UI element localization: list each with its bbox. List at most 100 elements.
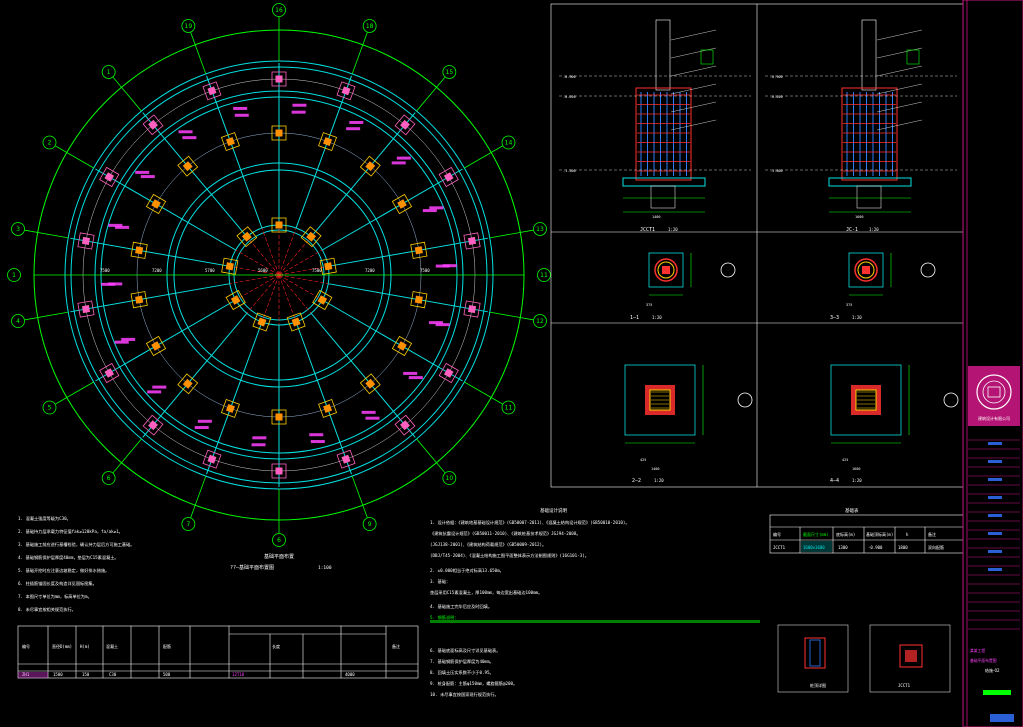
footing-tag bbox=[147, 390, 162, 394]
footing-outline bbox=[391, 193, 413, 215]
ft-r-2: 1300 bbox=[838, 545, 848, 550]
column-fill bbox=[400, 119, 410, 130]
column-footing bbox=[410, 291, 428, 309]
ft-h-5: 备注 bbox=[928, 531, 936, 537]
column-fill bbox=[275, 221, 283, 229]
column-fill bbox=[323, 403, 333, 413]
section-marker-icon bbox=[720, 262, 736, 278]
section-4-4 bbox=[830, 364, 959, 444]
axis-extension-6 bbox=[464, 381, 503, 405]
footing-outline bbox=[142, 414, 164, 436]
radial-beam-16 bbox=[142, 112, 248, 238]
small-detail-1: 桩顶详图 bbox=[810, 682, 826, 688]
pad-outline bbox=[624, 364, 696, 436]
ft-r-4: 1800 bbox=[898, 545, 908, 550]
footing-outline bbox=[142, 114, 164, 136]
column-footing bbox=[271, 125, 287, 141]
tb-company: 建筑设计有限公司 bbox=[978, 415, 1010, 421]
ft-r-3: -0.900 bbox=[868, 545, 883, 550]
small-rebar bbox=[809, 639, 821, 667]
column-fill bbox=[365, 161, 376, 172]
footing-tag bbox=[429, 206, 444, 210]
tb-field bbox=[988, 478, 1002, 481]
axis-label-17: 19 bbox=[185, 23, 193, 30]
note-mid-9: 5. 钢筋说明： bbox=[430, 614, 459, 621]
ring-dim-0: 7500 bbox=[100, 268, 110, 273]
note-left-2: 2. 基础持力层承载力特征值fak≥120kPa，fa/ak≥1。 bbox=[18, 528, 123, 535]
small-details bbox=[777, 624, 951, 693]
axis-extension-15 bbox=[55, 145, 94, 169]
column-footing bbox=[271, 217, 287, 233]
note-mid-7: 垫层采用C15素混凝土，厚100mm，每边宽出基础边100mm。 bbox=[430, 589, 542, 596]
ft-h-4: h bbox=[906, 532, 909, 537]
axis-extension-1 bbox=[351, 32, 368, 75]
ft-r-0: JCCT1 bbox=[773, 545, 786, 550]
small-pile bbox=[804, 637, 826, 669]
column-fill bbox=[104, 368, 115, 378]
column-fill bbox=[324, 262, 333, 271]
level-1: -0.900 bbox=[563, 75, 576, 79]
column-fill bbox=[467, 236, 477, 246]
leader-line bbox=[876, 83, 923, 95]
notes-left: 1. 混凝土强度等级为C30。 2. 基础持力层承载力特征值fak≥120kPa… bbox=[18, 515, 134, 613]
pile-h-0: 编号 bbox=[22, 643, 30, 649]
ft-h-0: 编号 bbox=[773, 531, 781, 537]
radial-beam-11 bbox=[142, 312, 248, 438]
footing-outline bbox=[410, 291, 428, 309]
note-mid-13: 9. 桩身配筋：主筋φ150mm，螺旋箍筋@200。 bbox=[430, 680, 517, 687]
axis-extension-10 bbox=[190, 475, 207, 518]
title-s44: 4—4 bbox=[830, 478, 839, 484]
column-footing bbox=[142, 414, 164, 436]
footing-outline bbox=[221, 257, 239, 275]
ring-dim-1: 7200 bbox=[152, 268, 162, 273]
ring-dim-6: 7500 bbox=[420, 268, 430, 273]
footing-outline bbox=[252, 312, 272, 332]
ft-r-5: 双向配筋 bbox=[928, 544, 944, 550]
leader-line bbox=[670, 65, 717, 77]
pile-r-0: ZH1 bbox=[22, 672, 30, 677]
axis-label-left-bubble bbox=[7, 268, 21, 282]
footing-tag bbox=[114, 340, 129, 344]
pile-r-6: 4000 bbox=[345, 672, 355, 677]
section-2-2 bbox=[624, 364, 753, 444]
pile-r-1: 1500 bbox=[53, 672, 63, 677]
axis-label-6: 11 bbox=[505, 405, 513, 412]
leader-line bbox=[876, 65, 923, 77]
footing-outline bbox=[271, 463, 287, 479]
footing-outline bbox=[319, 257, 337, 275]
axis-bubble-7 bbox=[442, 471, 457, 485]
column-footing bbox=[99, 166, 120, 188]
column-fill bbox=[341, 454, 351, 464]
column-fill bbox=[182, 378, 193, 389]
footing-tag bbox=[178, 130, 193, 134]
axis-bubble-14 bbox=[11, 222, 25, 236]
note-left-8: 8. 未尽事宜按相关规范执行。 bbox=[18, 606, 76, 613]
column-fill bbox=[397, 199, 407, 209]
footing-outline bbox=[202, 449, 222, 469]
column-footing bbox=[319, 257, 337, 275]
axis-label-11: 6 bbox=[107, 475, 111, 482]
column-footing bbox=[252, 312, 272, 332]
footing-tag bbox=[251, 443, 266, 447]
footing-outline bbox=[202, 81, 222, 101]
note-left-3: 3. 基础施工前应进行基槽检验，确认持力层后方可施工基础。 bbox=[18, 541, 134, 548]
title-block: 建筑设计有限公司 某某工程 基础平面布置图 结施-02 bbox=[962, 0, 1023, 727]
column-fill bbox=[275, 467, 283, 475]
column-fill bbox=[414, 295, 423, 304]
axis-extension-5 bbox=[489, 311, 534, 321]
column-fill bbox=[225, 403, 235, 413]
footing-tag bbox=[108, 282, 123, 286]
column-footing bbox=[145, 335, 167, 357]
column-fill bbox=[291, 317, 301, 327]
footing-outline bbox=[77, 232, 95, 250]
pile-rebar-ring bbox=[857, 261, 875, 279]
footing-outline bbox=[145, 335, 167, 357]
ring-dim-4: 7500 bbox=[312, 268, 322, 273]
footing-outline bbox=[359, 155, 381, 177]
radial-beam-17 bbox=[206, 75, 263, 229]
footing-tag bbox=[428, 321, 443, 325]
footing-outline bbox=[394, 414, 416, 436]
radial-beam-13 bbox=[70, 283, 230, 313]
